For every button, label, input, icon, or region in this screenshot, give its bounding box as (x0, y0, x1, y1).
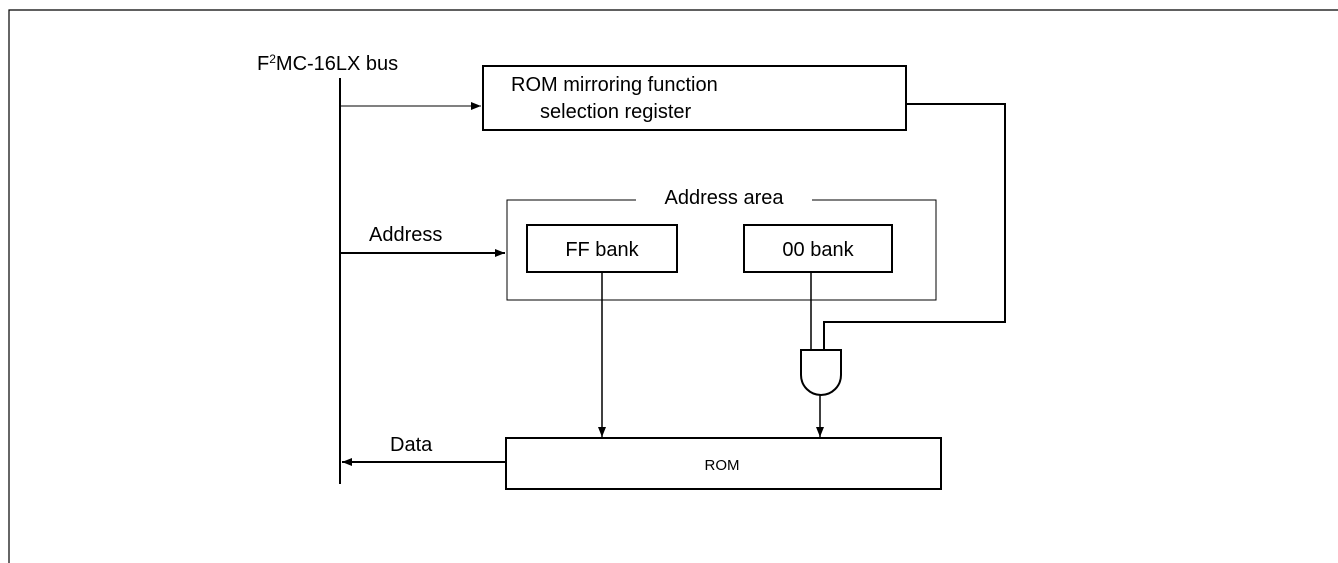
data-signal-label: Data (390, 434, 433, 456)
address-area-box (506, 199, 937, 301)
bus-label: F2MC-16LX bus (257, 52, 398, 75)
ff-bank-label: FF bank (565, 239, 639, 261)
and-gate (800, 349, 842, 396)
figure-frame (8, 9, 1338, 563)
address-area-label: Address area (665, 187, 785, 209)
bank-00-box (743, 224, 893, 273)
rom-mirroring-register-box (482, 65, 907, 131)
rom-box (505, 437, 942, 490)
address-signal-label: Address (369, 224, 442, 246)
register-label-line2: selection register (540, 101, 692, 123)
register-label-line1: ROM mirroring function (511, 74, 718, 96)
bank-00-label: 00 bank (782, 239, 854, 261)
rom-label: ROM (705, 457, 740, 474)
register-to-gate-line (823, 103, 1006, 350)
